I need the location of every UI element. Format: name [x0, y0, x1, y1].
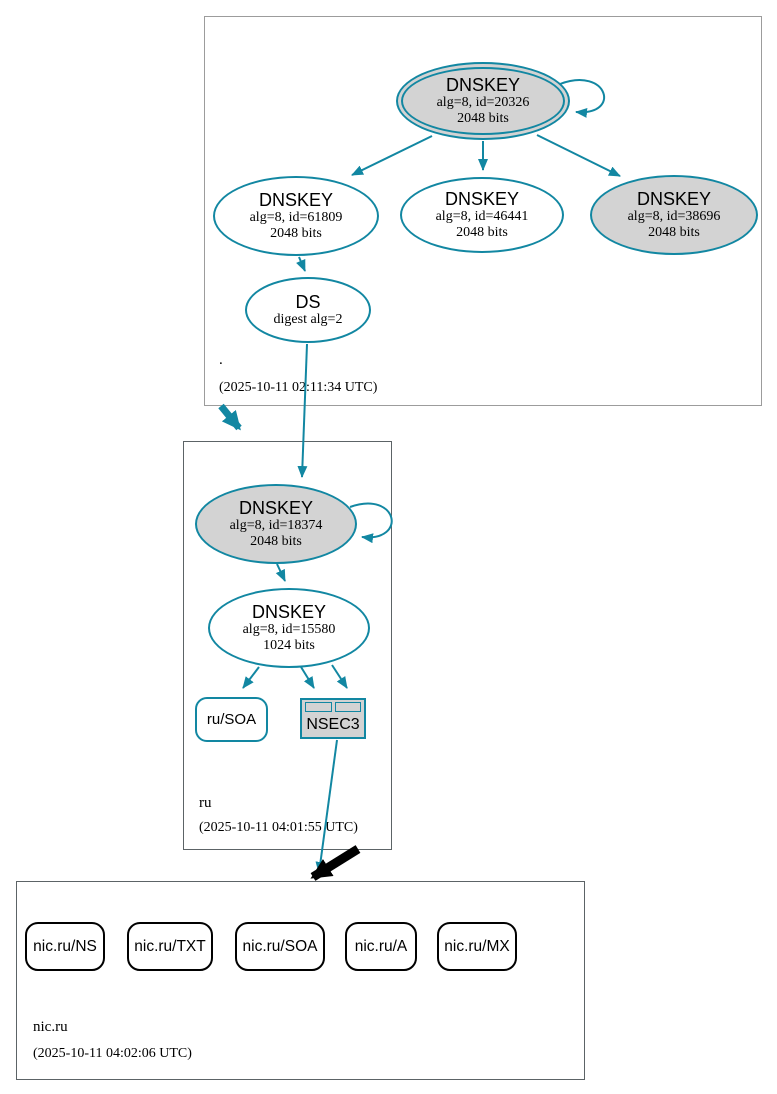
- edge-root-to-ru-delegation-arrow: [218, 403, 242, 431]
- dnskey-detail: alg=8, id=15580: [242, 622, 336, 638]
- dnskey-ru-zsk-15580: DNSKEY alg=8, id=15580 1024 bits: [208, 588, 370, 668]
- dnskey-title: DNSKEY: [238, 497, 314, 518]
- dnskey-bits: 2048 bits: [648, 225, 700, 241]
- zone-timestamp-ru: (2025-10-11 04:01:55 UTC): [199, 820, 358, 835]
- ds-root: DS digest alg=2: [245, 277, 371, 343]
- zone-box-root: [204, 16, 762, 406]
- rrset-nicru-txt: nic.ru/TXT: [127, 922, 213, 971]
- zone-timestamp-nicru: (2025-10-11 04:02:06 UTC): [33, 1046, 192, 1061]
- dnskey-root-zsk-46441: DNSKEY alg=8, id=46441 2048 bits: [400, 177, 564, 253]
- dnskey-title: DNSKEY: [258, 189, 334, 210]
- dnskey-bits: 2048 bits: [250, 534, 302, 550]
- dnskey-bits: 1024 bits: [263, 638, 315, 654]
- dnskey-detail: alg=8, id=46441: [435, 209, 529, 225]
- ds-detail: digest alg=2: [273, 312, 343, 328]
- nsec3-cell: [305, 702, 332, 712]
- dnskey-title: DNSKEY: [445, 74, 521, 95]
- dnskey-bits: 2048 bits: [456, 225, 508, 241]
- zone-label-ru: ru: [199, 795, 212, 811]
- ds-title: DS: [295, 291, 321, 312]
- zone-label-root: .: [219, 352, 223, 368]
- nsec3-cell: [334, 702, 361, 712]
- dnskey-title: DNSKEY: [444, 188, 520, 209]
- nsec3-node: NSEC3: [300, 698, 366, 739]
- dnskey-title: DNSKEY: [636, 188, 712, 209]
- rrset-nicru-soa: nic.ru/SOA: [235, 922, 325, 971]
- nsec3-label: NSEC3: [306, 715, 360, 733]
- nsec3-cells: [302, 700, 364, 712]
- rrset-ru-soa: ru/SOA: [195, 697, 268, 742]
- dnskey-detail: alg=8, id=38696: [627, 209, 721, 225]
- dnskey-detail: alg=8, id=61809: [249, 210, 343, 226]
- dnskey-bits: 2048 bits: [270, 226, 322, 242]
- dnskey-detail: alg=8, id=20326: [436, 95, 530, 111]
- zone-label-nicru: nic.ru: [33, 1019, 68, 1035]
- zone-box-ru: [183, 441, 392, 850]
- dnskey-ru-ksk-18374: DNSKEY alg=8, id=18374 2048 bits: [195, 484, 357, 564]
- dnskey-title: DNSKEY: [251, 601, 327, 622]
- edge-ru-to-nicru-delegation-arrow: [310, 845, 361, 881]
- rrset-nicru-mx: nic.ru/MX: [437, 922, 517, 971]
- rrset-nicru-ns: nic.ru/NS: [25, 922, 105, 971]
- dnskey-detail: alg=8, id=18374: [229, 518, 323, 534]
- dnskey-root-ksk-20326: DNSKEY alg=8, id=20326 2048 bits: [396, 62, 570, 140]
- dnskey-root-zsk-61809: DNSKEY alg=8, id=61809 2048 bits: [213, 176, 379, 256]
- dnskey-root-key-38696: DNSKEY alg=8, id=38696 2048 bits: [590, 175, 758, 255]
- dnskey-bits: 2048 bits: [457, 111, 509, 127]
- zone-box-nicru: [16, 881, 585, 1080]
- rrset-nicru-a: nic.ru/A: [345, 922, 417, 971]
- zone-timestamp-root: (2025-10-11 02:11:34 UTC): [219, 380, 378, 395]
